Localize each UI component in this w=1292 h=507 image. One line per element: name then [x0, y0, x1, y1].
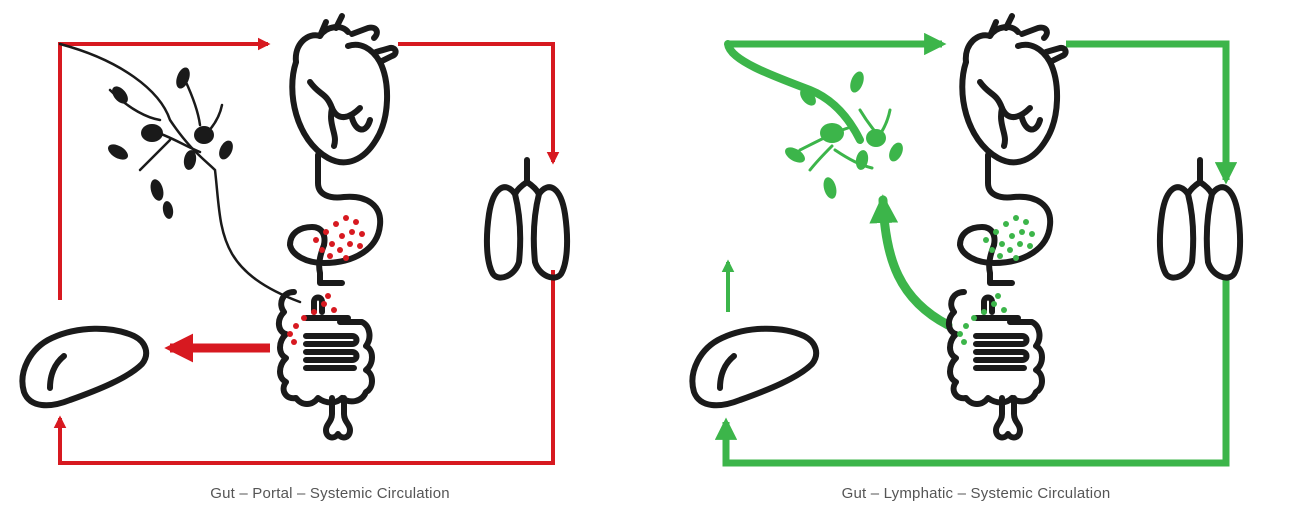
caption-portal: Gut – Portal – Systemic Circulation — [120, 485, 540, 503]
stomach-icon — [290, 155, 380, 283]
heart-icon — [292, 16, 395, 162]
intestine-icon — [279, 292, 372, 437]
intestine-icon — [949, 292, 1042, 437]
panel-portal — [22, 16, 567, 463]
panel-lymphatic — [692, 16, 1240, 463]
liver-icon — [22, 329, 146, 406]
liver-icon — [692, 329, 816, 406]
lungs-icon — [487, 160, 567, 278]
caption-lymphatic: Gut – Lymphatic – Systemic Circulation — [766, 485, 1186, 503]
loop-heart-to-lungs — [398, 44, 553, 162]
lymph-vessel-icon — [728, 44, 948, 325]
stomach-icon — [960, 155, 1050, 283]
lymph-nodes — [105, 66, 235, 220]
heart-icon — [962, 16, 1065, 162]
